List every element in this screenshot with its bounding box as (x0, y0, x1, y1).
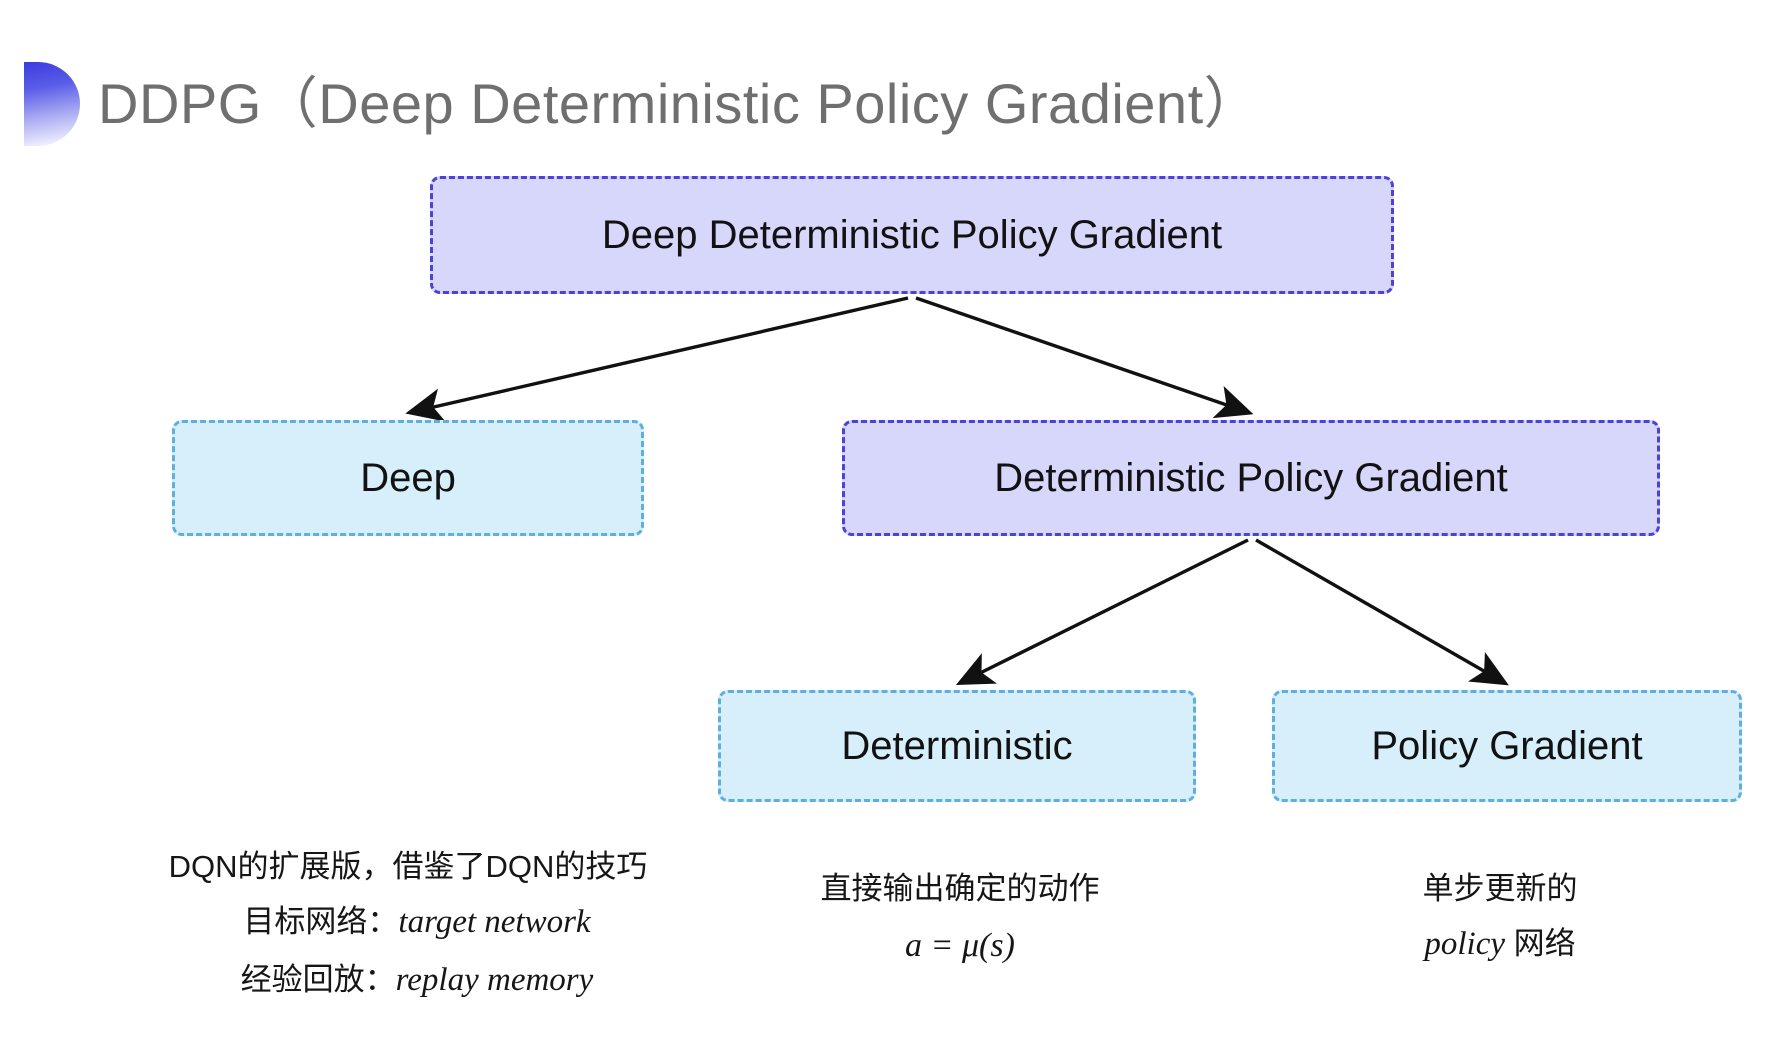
node-deterministic-label: Deterministic (841, 724, 1073, 768)
caption-deep-line3-label: 经验回放： (240, 962, 396, 997)
caption-deterministic-line1: 直接输出确定的动作 (820, 871, 1100, 906)
page-title: DDPG（Deep Deterministic Policy Gradient） (98, 72, 1261, 135)
node-policy-gradient[interactable]: Policy Gradient (1272, 690, 1742, 802)
node-root-label: Deep Deterministic Policy Gradient (601, 213, 1223, 257)
caption-policy-gradient: 单步更新的 policy 网络 (1325, 862, 1675, 974)
caption-deep-line3: 经验回放：replay memory (128, 952, 688, 1010)
edge-dpg-to-deterministic (955, 538, 1249, 686)
edge-root-to-deep (405, 296, 909, 422)
node-deep[interactable]: Deep (172, 420, 644, 536)
node-dpg-label: Deterministic Policy Gradient (994, 456, 1508, 500)
caption-policy-gradient-line1: 单步更新的 (1422, 871, 1578, 906)
edge-root-to-dpg (915, 296, 1254, 419)
node-deep-label: Deep (360, 456, 456, 500)
node-deterministic-policy-gradient[interactable]: Deterministic Policy Gradient (842, 420, 1660, 536)
gradient-halfcircle-icon (24, 62, 80, 146)
node-deterministic[interactable]: Deterministic (718, 690, 1196, 802)
caption-policy-gradient-line2: policy 网络 (1325, 916, 1675, 974)
edge-dpg-to-policygradient (1255, 538, 1509, 686)
caption-deep-line2: 目标网络：target network (128, 894, 688, 952)
caption-deep-line2-label: 目标网络： (243, 904, 399, 940)
caption-deep-line1: DQN的扩展版，借鉴了DQN的技巧 (168, 849, 648, 884)
caption-deterministic: 直接输出确定的动作 a = μ(s) (775, 862, 1145, 976)
caption-deterministic-formula: a = μ(s) (905, 927, 1015, 965)
node-root[interactable]: Deep Deterministic Policy Gradient (430, 176, 1394, 294)
node-policy-gradient-label: Policy Gradient (1371, 724, 1643, 768)
caption-deep-line3-italic: replay memory (395, 962, 594, 998)
caption-deep-line2-italic: target network (398, 904, 591, 941)
caption-policy-gradient-line2-italic: policy (1424, 926, 1505, 963)
caption-policy-gradient-line2-rest: 网络 (1505, 926, 1576, 962)
caption-deep: DQN的扩展版，借鉴了DQN的技巧 目标网络：target network 经验… (128, 840, 688, 1010)
